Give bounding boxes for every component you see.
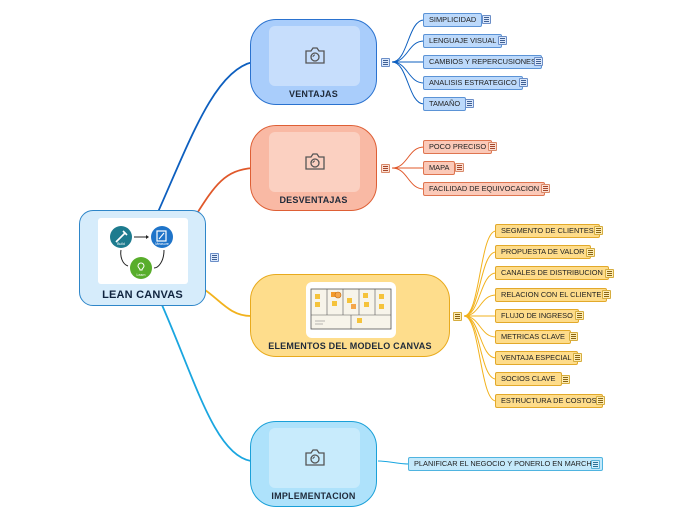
- leaf-note-icon[interactable]: [498, 36, 507, 45]
- leaf-lenguaje-visual[interactable]: LENGUAJE VISUAL: [423, 34, 503, 48]
- leaf-note-icon[interactable]: [594, 226, 603, 235]
- leaf-note-icon[interactable]: [534, 57, 543, 66]
- canvas-board-icon: [310, 288, 392, 330]
- leaf-note-icon[interactable]: [465, 99, 474, 108]
- camera-icon: [304, 47, 325, 64]
- branch-elementos[interactable]: ELEMENTOS DEL MODELO CANVAS: [250, 274, 450, 357]
- root-title: LEAN CANVAS: [102, 289, 183, 301]
- branch-desventajas[interactable]: DESVENTAJAS: [250, 125, 377, 211]
- branch-title: VENTAJAS: [289, 89, 338, 99]
- measure-label: Measure: [155, 242, 169, 246]
- image-placeholder: [269, 26, 360, 86]
- root-node[interactable]: Build Measure Learn LEAN CANVAS: [79, 210, 206, 306]
- leaf-note-icon[interactable]: [519, 78, 528, 87]
- leaf-note-icon[interactable]: [561, 375, 570, 384]
- leaf-propuesta-valor[interactable]: PROPUESTA DE VALOR: [495, 245, 591, 259]
- canvas-image: [306, 282, 396, 338]
- leaf-relacion-cliente[interactable]: RELACION CON EL CLIENTE: [495, 288, 608, 302]
- leaf-note-icon[interactable]: [602, 290, 611, 299]
- leaf-note-icon[interactable]: [573, 353, 582, 362]
- branch-implementacion[interactable]: IMPLEMENTACION: [250, 421, 377, 507]
- ventajas-note-icon[interactable]: [381, 58, 390, 67]
- leaf-segmento-clientes[interactable]: SEGMENTO DE CLIENTES: [495, 224, 600, 238]
- leaf-note-icon[interactable]: [575, 311, 584, 320]
- leaf-cambios-repercusiones[interactable]: CAMBIOS Y REPERCUSIONES: [423, 55, 542, 69]
- build-measure-learn-icon: Build Measure Learn: [110, 226, 173, 279]
- leaf-note-icon[interactable]: [605, 269, 614, 278]
- leaf-planificar-negocio[interactable]: PLANIFICAR EL NEGOCIO Y PONERLO EN MARCH…: [408, 457, 603, 471]
- leaf-tamano[interactable]: TAMAÑO: [423, 97, 467, 111]
- leaf-flujo-ingreso[interactable]: FLUJO DE INGRESO: [495, 309, 579, 323]
- leaf-note-icon[interactable]: [482, 15, 491, 24]
- leaf-ventaja-especial[interactable]: VENTAJA ESPECIAL: [495, 351, 578, 365]
- leaf-metricas-clave[interactable]: METRICAS CLAVE: [495, 330, 571, 344]
- branch-title: ELEMENTOS DEL MODELO CANVAS: [268, 341, 432, 351]
- elementos-note-icon[interactable]: [453, 312, 462, 321]
- branch-ventajas[interactable]: VENTAJAS: [250, 19, 377, 105]
- leaf-mapa[interactable]: MAPA: [423, 161, 456, 175]
- root-image: Build Measure Learn: [98, 218, 188, 284]
- branch-title: IMPLEMENTACION: [271, 491, 356, 501]
- leaf-note-icon[interactable]: [596, 396, 605, 405]
- leaf-note-icon[interactable]: [591, 460, 600, 469]
- build-label: Build: [117, 242, 125, 246]
- leaf-note-icon[interactable]: [541, 184, 550, 193]
- leaf-analisis-estrategico[interactable]: ANALISIS ESTRATEGICO: [423, 76, 523, 90]
- leaf-note-icon[interactable]: [488, 142, 497, 151]
- branch-title: DESVENTAJAS: [279, 195, 348, 205]
- leaf-poco-preciso[interactable]: POCO PRECISO: [423, 140, 493, 154]
- leaf-note-icon[interactable]: [569, 332, 578, 341]
- leaf-note-icon[interactable]: [586, 248, 595, 257]
- image-placeholder: [269, 428, 360, 488]
- learn-label: Learn: [137, 273, 146, 277]
- leaf-socios-clave[interactable]: SOCIOS CLAVE: [495, 372, 562, 386]
- leaf-estructura-costos[interactable]: ESTRUCTURA DE COSTOS: [495, 394, 603, 408]
- leaf-facilidad-equivocacion[interactable]: FACILIDAD DE EQUIVOCACION: [423, 182, 546, 196]
- leaf-simplicidad[interactable]: SIMPLICIDAD: [423, 13, 483, 27]
- image-placeholder: [269, 132, 360, 192]
- leaf-note-icon[interactable]: [455, 163, 464, 172]
- leaf-canales-distribucion[interactable]: CANALES DE DISTRIBUCION: [495, 266, 609, 280]
- camera-icon: [304, 449, 325, 466]
- camera-icon: [304, 153, 325, 170]
- root-note-icon[interactable]: [210, 253, 219, 262]
- desventajas-note-icon[interactable]: [381, 164, 390, 173]
